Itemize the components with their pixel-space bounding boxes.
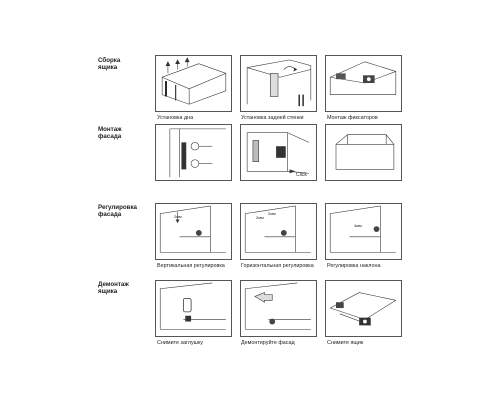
- illustration-drawer-box: [325, 124, 402, 181]
- horizontal-adjust-drawing: [244, 205, 311, 253]
- dim-label: 2мм: [268, 211, 276, 216]
- caption-horizontal-adjust: Горизонтальная регулировка: [241, 263, 314, 269]
- caption-lock-install: Монтаж фиксаторов: [327, 115, 378, 121]
- section-title-line: Демонтаж: [98, 281, 129, 288]
- illustration-bottom-install: [155, 55, 232, 112]
- caption-back-wall-install: Установка задней стенки: [241, 115, 304, 121]
- caption-remove-front: Демонтируйте фасад: [241, 340, 295, 346]
- section-title-line: Регулировка: [98, 204, 137, 211]
- remove-cap-drawing: [159, 282, 226, 330]
- back-wall-drawing: [246, 59, 312, 107]
- front-mount-drawing: [169, 128, 226, 178]
- illustration-front-mount-1: [155, 124, 232, 181]
- caption-vertical-adjust: Вертикальная регулировка: [157, 263, 225, 269]
- illustration-vertical-adjust: [155, 203, 232, 260]
- remove-drawer-drawing: [330, 292, 396, 326]
- illustration-tilt-adjust: 4мм: [325, 203, 402, 260]
- caption-remove-cap: Снимите заглушку: [157, 340, 204, 346]
- illustration-remove-cap: [155, 280, 232, 337]
- section-title-line: фасада: [98, 211, 122, 218]
- dim-label: 4мм: [354, 223, 362, 228]
- section-title-drawer-assembly: Сборка ящика: [98, 57, 153, 71]
- remove-front-drawing: [244, 282, 311, 330]
- lock-drawing: [329, 61, 397, 95]
- section-title-line: ящика: [98, 64, 118, 71]
- illustration-remove-front: [240, 280, 317, 337]
- section-title-line: Сборка: [98, 57, 121, 64]
- drawer-box-drawing: [335, 134, 395, 170]
- section-title-line: Монтаж: [98, 126, 122, 133]
- caption-remove-drawer: Снимите ящик: [327, 340, 364, 346]
- illustration-back-wall-install: [240, 55, 317, 112]
- dim-label: 2мм: [256, 215, 264, 220]
- section-title-drawer-removal: Демонтаж ящика: [98, 281, 153, 295]
- dim-label: 2мм: [174, 214, 182, 219]
- illustration-horizontal-adjust: 2мм 2мм: [240, 203, 317, 260]
- caption-bottom-install: Установка дна: [157, 115, 194, 121]
- drawer-bottom-drawing: [161, 57, 227, 105]
- section-title-line: фасада: [98, 133, 122, 140]
- illustration-remove-drawer: [325, 280, 402, 337]
- section-title-front-adjustment: Регулировка фасада: [98, 204, 153, 218]
- section-title-front-mounting: Монтаж фасада: [98, 126, 153, 140]
- caption-tilt-adjust: Регулировка наклона: [327, 263, 381, 269]
- front-click-drawing: [246, 132, 310, 174]
- section-title-line: ящика: [98, 288, 118, 295]
- click-label: Click: [296, 172, 307, 178]
- vertical-adjust-drawing: [159, 205, 226, 253]
- illustration-front-mount-2: Click: [240, 124, 317, 181]
- illustration-lock-install: [325, 55, 402, 112]
- tilt-adjust-drawing: [329, 205, 396, 253]
